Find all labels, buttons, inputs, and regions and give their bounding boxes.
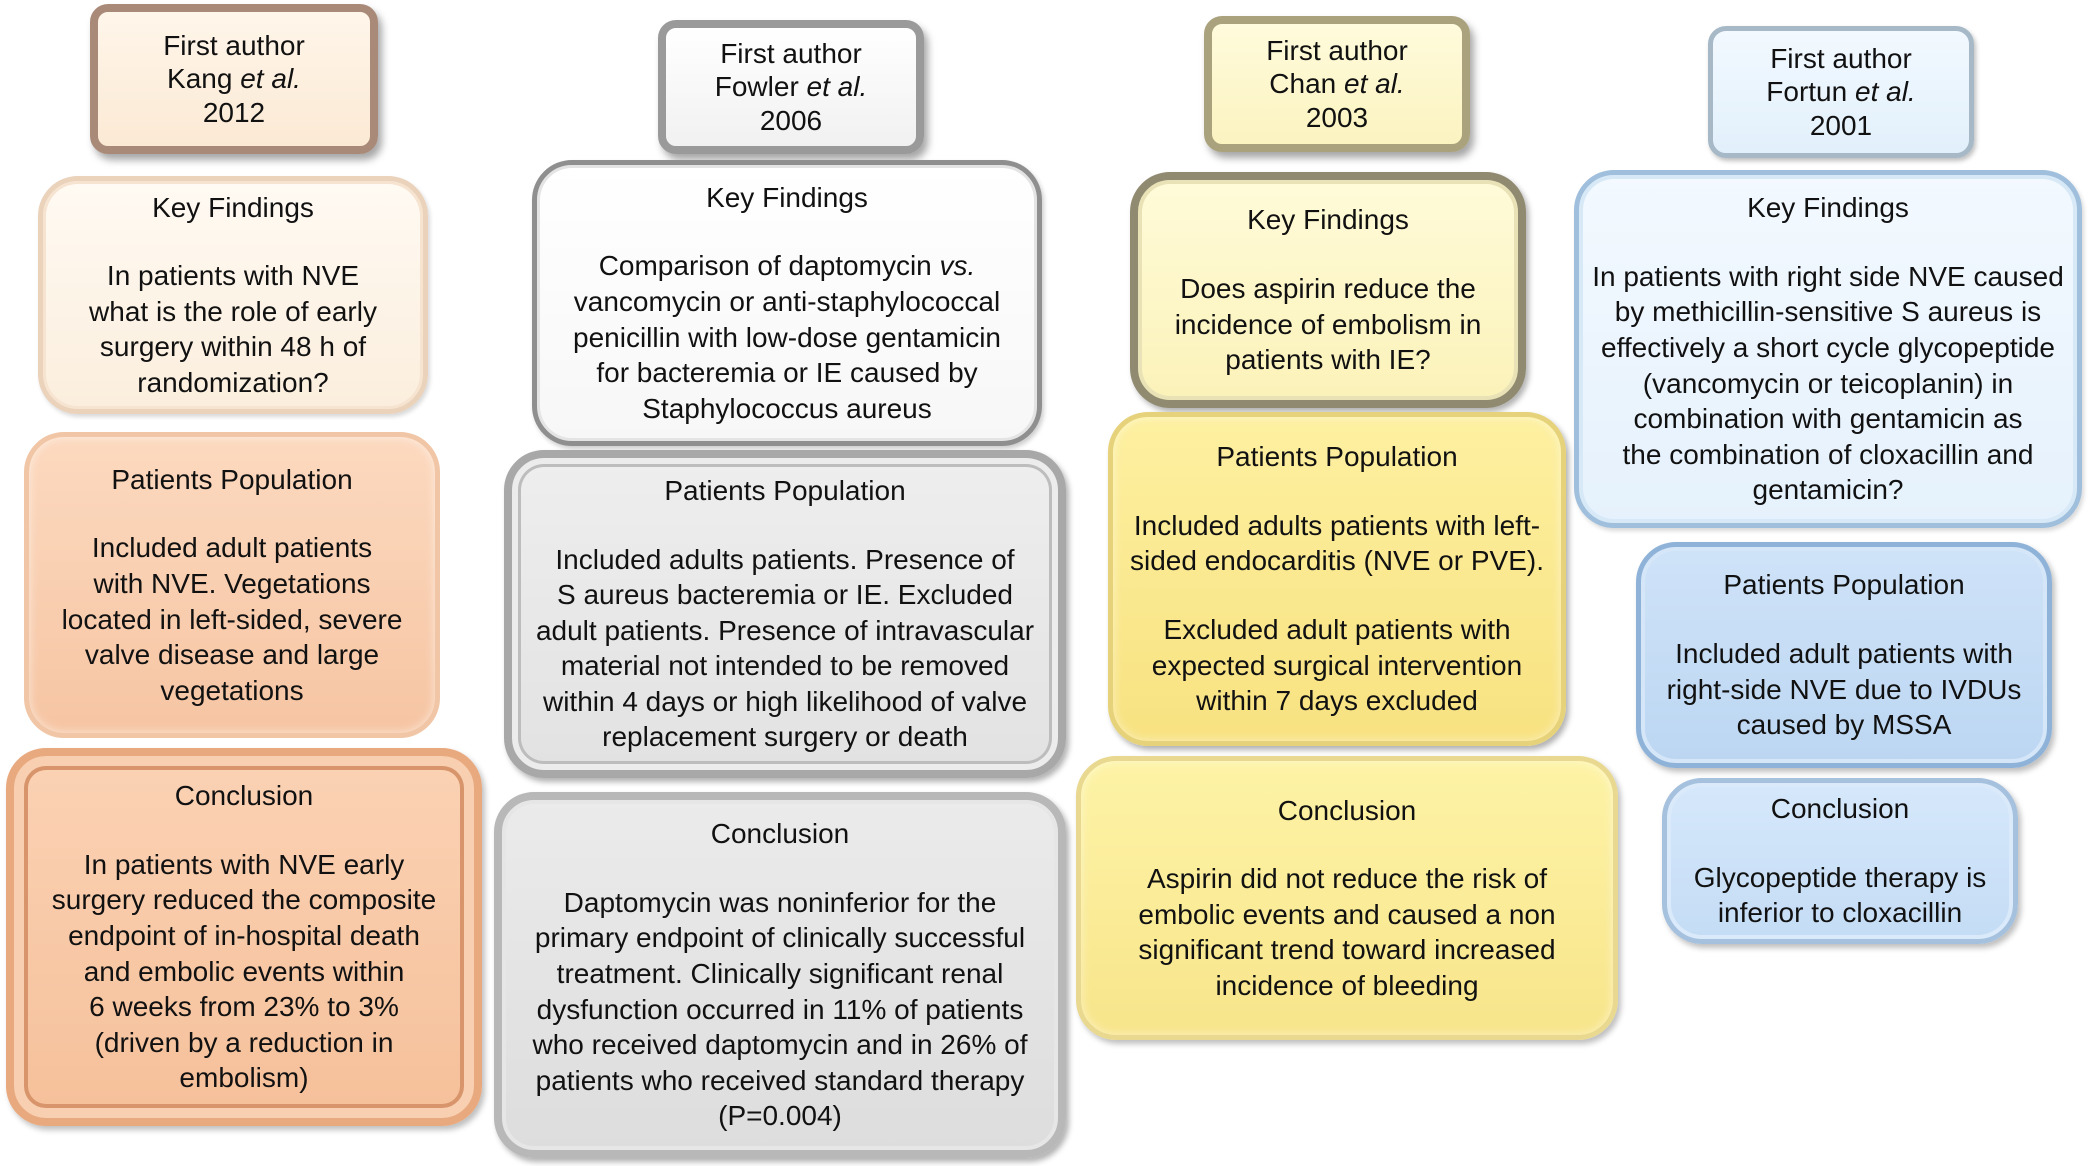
- author-year: 2012: [202, 96, 266, 128]
- population-text: Included adult patients with right-side …: [1666, 637, 2022, 741]
- author-label: First author: [720, 37, 862, 69]
- key-findings-text: Comparison of daptomycin vs. vancomycin …: [573, 250, 1001, 424]
- author-name: Kang et al.: [167, 63, 301, 95]
- key-findings-heading: Key Findings: [1247, 204, 1409, 236]
- conclusion-heading: Conclusion: [1277, 794, 1417, 826]
- key-findings-box-chan: Key Findings Does aspirin reduce the inc…: [1130, 172, 1526, 408]
- population-box-fowler: Patients Population Included adults pati…: [504, 450, 1066, 778]
- author-box-kang: First author Kang et al. 2012: [90, 4, 378, 154]
- author-year: 2006: [759, 104, 823, 136]
- population-text: Included adult patients with NVE. Vegeta…: [61, 532, 403, 706]
- author-box-fortun: First author Fortun et al. 2001: [1708, 26, 1974, 158]
- key-findings-text: In patients with NVE what is the role of…: [89, 260, 377, 398]
- conclusion-text: Aspirin did not reduce the risk of embol…: [1138, 863, 1556, 1001]
- population-heading: Patients Population: [111, 463, 353, 495]
- key-findings-text: Does aspirin reduce the incidence of emb…: [1174, 272, 1482, 376]
- population-text-exclusions: Excluded adult patients with expected su…: [1151, 614, 1523, 717]
- author-label: First author: [163, 29, 305, 61]
- author-label: First author: [1266, 34, 1408, 66]
- key-findings-text: In patients with right side NVE caused b…: [1592, 260, 2064, 506]
- key-findings-heading: Key Findings: [152, 191, 314, 223]
- conclusion-box-chan: Conclusion Aspirin did not reduce the ri…: [1076, 756, 1618, 1040]
- conclusion-text: Glycopeptide therapy is inferior to clox…: [1693, 861, 1987, 929]
- conclusion-text: In patients with NVE early surgery reduc…: [51, 848, 437, 1094]
- author-name: Fowler et al.: [714, 71, 868, 103]
- author-box-fowler: First author Fowler et al. 2006: [658, 20, 924, 154]
- population-text: Included adults patients. Presence of S …: [535, 543, 1035, 753]
- population-box-kang: Patients Population Included adult patie…: [24, 432, 440, 738]
- key-findings-heading: Key Findings: [706, 181, 868, 213]
- author-box-chan: First author Chan et al. 2003: [1204, 16, 1470, 152]
- conclusion-heading: Conclusion: [710, 818, 850, 850]
- conclusion-box-kang: Conclusion In patients with NVE early su…: [6, 748, 482, 1126]
- population-box-chan: Patients Population Included adults pati…: [1108, 412, 1566, 746]
- conclusion-heading: Conclusion: [174, 780, 314, 812]
- conclusion-box-fowler: Conclusion Daptomycin was noninferior fo…: [494, 792, 1066, 1158]
- conclusion-box-fortun: Conclusion Glycopeptide therapy is infer…: [1662, 778, 2018, 944]
- population-heading: Patients Population: [1216, 441, 1458, 473]
- conclusion-heading: Conclusion: [1770, 793, 1910, 825]
- key-findings-box-fortun: Key Findings In patients with right side…: [1574, 170, 2082, 528]
- population-heading: Patients Population: [664, 475, 906, 507]
- author-name: Chan et al.: [1269, 68, 1405, 100]
- author-label: First author: [1770, 42, 1912, 74]
- conclusion-text: Daptomycin was noninferior for the prima…: [532, 886, 1028, 1132]
- key-findings-heading: Key Findings: [1747, 192, 1909, 224]
- author-name: Fortun et al.: [1766, 76, 1916, 108]
- population-heading: Patients Population: [1723, 569, 1965, 601]
- key-findings-box-fowler: Key Findings Comparison of daptomycin vs…: [532, 160, 1042, 446]
- author-year: 2001: [1809, 109, 1873, 141]
- key-findings-box-kang: Key Findings In patients with NVE what i…: [38, 176, 428, 414]
- author-year: 2003: [1305, 101, 1369, 133]
- population-text: Included adults patients with left- side…: [1130, 509, 1544, 577]
- population-box-fortun: Patients Population Included adult patie…: [1636, 542, 2052, 768]
